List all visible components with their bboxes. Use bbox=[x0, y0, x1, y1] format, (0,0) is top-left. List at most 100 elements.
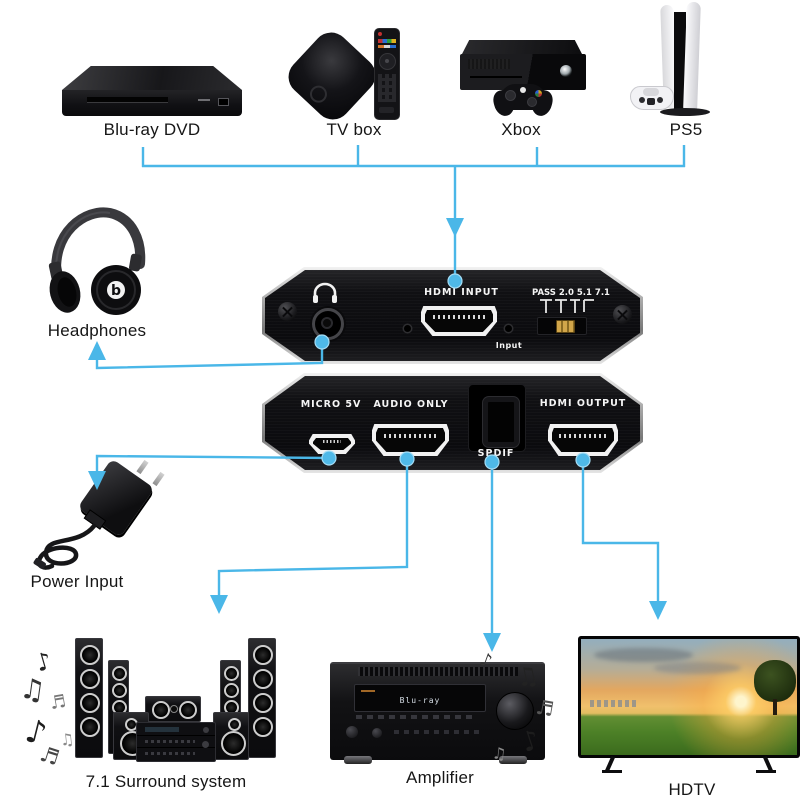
micro-usb-cavity bbox=[313, 438, 351, 450]
ps5-controller bbox=[628, 84, 674, 114]
hdmi-pins bbox=[433, 315, 485, 319]
amp-volume-knob bbox=[496, 692, 534, 730]
remote-color-keys2 bbox=[378, 45, 396, 48]
remote-power-button bbox=[378, 32, 382, 36]
spdif-optical-port bbox=[468, 384, 526, 452]
speaker-cone bbox=[80, 693, 100, 713]
bluray-usb-port bbox=[218, 98, 230, 106]
hdmi-port-cavity bbox=[376, 428, 445, 452]
xbox-disc-slot bbox=[470, 76, 522, 78]
xbox-controller bbox=[491, 82, 555, 119]
receiver-stack bbox=[136, 722, 216, 762]
tv-frame bbox=[578, 636, 800, 758]
music-note-icon: ♫ bbox=[58, 729, 76, 750]
bluray-label: Blu-ray DVD bbox=[103, 120, 201, 139]
dualsense-touchpad bbox=[643, 88, 659, 96]
amp-small-knob bbox=[372, 728, 382, 738]
slide-switch-knob bbox=[556, 320, 575, 333]
tower-speaker bbox=[75, 638, 103, 758]
hdmi-port-cavity bbox=[425, 310, 493, 332]
xbox-label: Xbox bbox=[501, 120, 541, 139]
speaker-cone bbox=[224, 683, 239, 698]
amp-top-vents bbox=[358, 667, 518, 676]
audio-only-label: AUDIO ONLY bbox=[373, 399, 449, 410]
controller-xbox-logo bbox=[520, 87, 526, 93]
tv-leg bbox=[756, 770, 776, 773]
speaker-cone bbox=[253, 693, 273, 713]
input-caption: Input bbox=[495, 341, 523, 350]
headphones-label: Headphones bbox=[47, 321, 147, 340]
ps5-core bbox=[674, 12, 686, 110]
cloud bbox=[654, 662, 741, 674]
micro-usb-pins bbox=[322, 440, 342, 443]
surround-system-image: ♪ ♫ ♬ ♪ ♫ ♬ bbox=[18, 620, 282, 772]
micro-usb-port bbox=[309, 434, 355, 454]
amp-foot bbox=[344, 756, 372, 764]
music-note-icon: ♫ bbox=[491, 743, 508, 764]
tweeter bbox=[170, 705, 178, 713]
bluray-front-face bbox=[62, 90, 242, 116]
hdmi-pins bbox=[559, 433, 607, 438]
amp-button-row bbox=[394, 730, 484, 734]
tvbox-remote bbox=[374, 28, 400, 120]
bluray-indicator bbox=[197, 99, 210, 101]
speaker-cone bbox=[228, 718, 241, 731]
tvbox-ring bbox=[306, 82, 331, 107]
headphone-icon bbox=[313, 282, 337, 303]
remote-number-grid bbox=[378, 74, 396, 102]
city-skyline bbox=[589, 700, 638, 708]
hdtv-image bbox=[578, 628, 800, 780]
remote-bottom-key bbox=[379, 107, 394, 113]
amp-display-tick bbox=[361, 690, 375, 692]
panel-hole bbox=[404, 325, 411, 332]
ps5-base bbox=[660, 108, 710, 116]
bluray-player-image bbox=[62, 66, 242, 118]
spdif-label: SPDIF bbox=[477, 448, 515, 459]
audio-jack-hole bbox=[321, 317, 333, 329]
amp-foot bbox=[499, 756, 527, 764]
stack-knob bbox=[203, 727, 209, 733]
remote-color-keys bbox=[378, 39, 396, 43]
tvbox-image bbox=[281, 25, 400, 127]
controller-abxy-buttons bbox=[535, 90, 542, 97]
hdmi-input-port bbox=[421, 306, 497, 336]
stack-knob bbox=[202, 741, 209, 748]
screw-icon bbox=[613, 305, 632, 324]
speaker-cone bbox=[221, 731, 246, 756]
extractor-back-face: MICRO 5V AUDIO ONLY SPDIF HDMI OUTPUT bbox=[265, 376, 640, 470]
hdmi-output-port bbox=[548, 424, 618, 456]
adapter-cable bbox=[33, 523, 97, 570]
power-input-label: Power Input bbox=[30, 572, 124, 591]
tvbox-label: TV box bbox=[326, 120, 382, 139]
headphones-image: b bbox=[48, 207, 146, 315]
amplifier-image: Blu-ray ♪ ♫ ♬ ♪ ♫ bbox=[330, 649, 556, 765]
headphones-logo: b bbox=[111, 283, 121, 299]
controller-stick-right bbox=[527, 97, 537, 107]
amplifier-label: Amplifier bbox=[406, 768, 474, 787]
tvbox-body bbox=[281, 25, 383, 127]
xbox-image bbox=[458, 40, 588, 120]
stack-buttons bbox=[145, 752, 195, 755]
hdmi-pins bbox=[384, 433, 437, 438]
bluray-top-surface bbox=[62, 66, 242, 90]
speaker-cone bbox=[253, 717, 273, 737]
panel-hole bbox=[505, 325, 512, 332]
tv-screen bbox=[581, 639, 797, 755]
audio-jack-port bbox=[312, 308, 344, 340]
hdmi-output-label: HDMI OUTPUT bbox=[539, 398, 627, 409]
amp-display-text: Blu-ray bbox=[399, 696, 441, 705]
xbox-vent bbox=[468, 59, 510, 69]
tree-canopy bbox=[753, 659, 796, 702]
stack-buttons bbox=[145, 740, 195, 743]
music-note-icon: ♫ bbox=[513, 659, 542, 694]
ps5-blade-right bbox=[683, 1, 701, 111]
dualsense-stick-right bbox=[657, 97, 663, 103]
dualsense-center bbox=[647, 98, 655, 105]
speaker-cone bbox=[152, 701, 170, 719]
center-speaker bbox=[145, 696, 201, 722]
screw-icon bbox=[278, 302, 297, 321]
speaker-cone bbox=[112, 683, 127, 698]
speaker-cone bbox=[80, 645, 100, 665]
speaker-cone bbox=[80, 717, 100, 737]
